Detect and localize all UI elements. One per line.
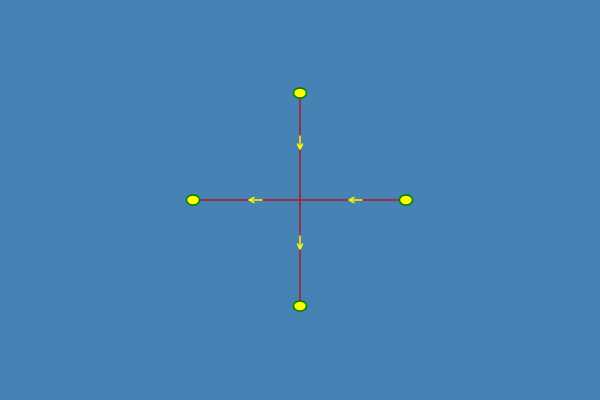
arrow-left-icon xyxy=(248,196,263,204)
arrow-down-icon xyxy=(296,235,304,250)
arrow-down-icon xyxy=(296,135,304,150)
node-left[interactable] xyxy=(185,194,201,206)
arrow-left-icon xyxy=(348,196,363,204)
node-right[interactable] xyxy=(398,194,414,206)
node-bottom[interactable] xyxy=(292,300,308,312)
node-top[interactable] xyxy=(292,87,308,99)
